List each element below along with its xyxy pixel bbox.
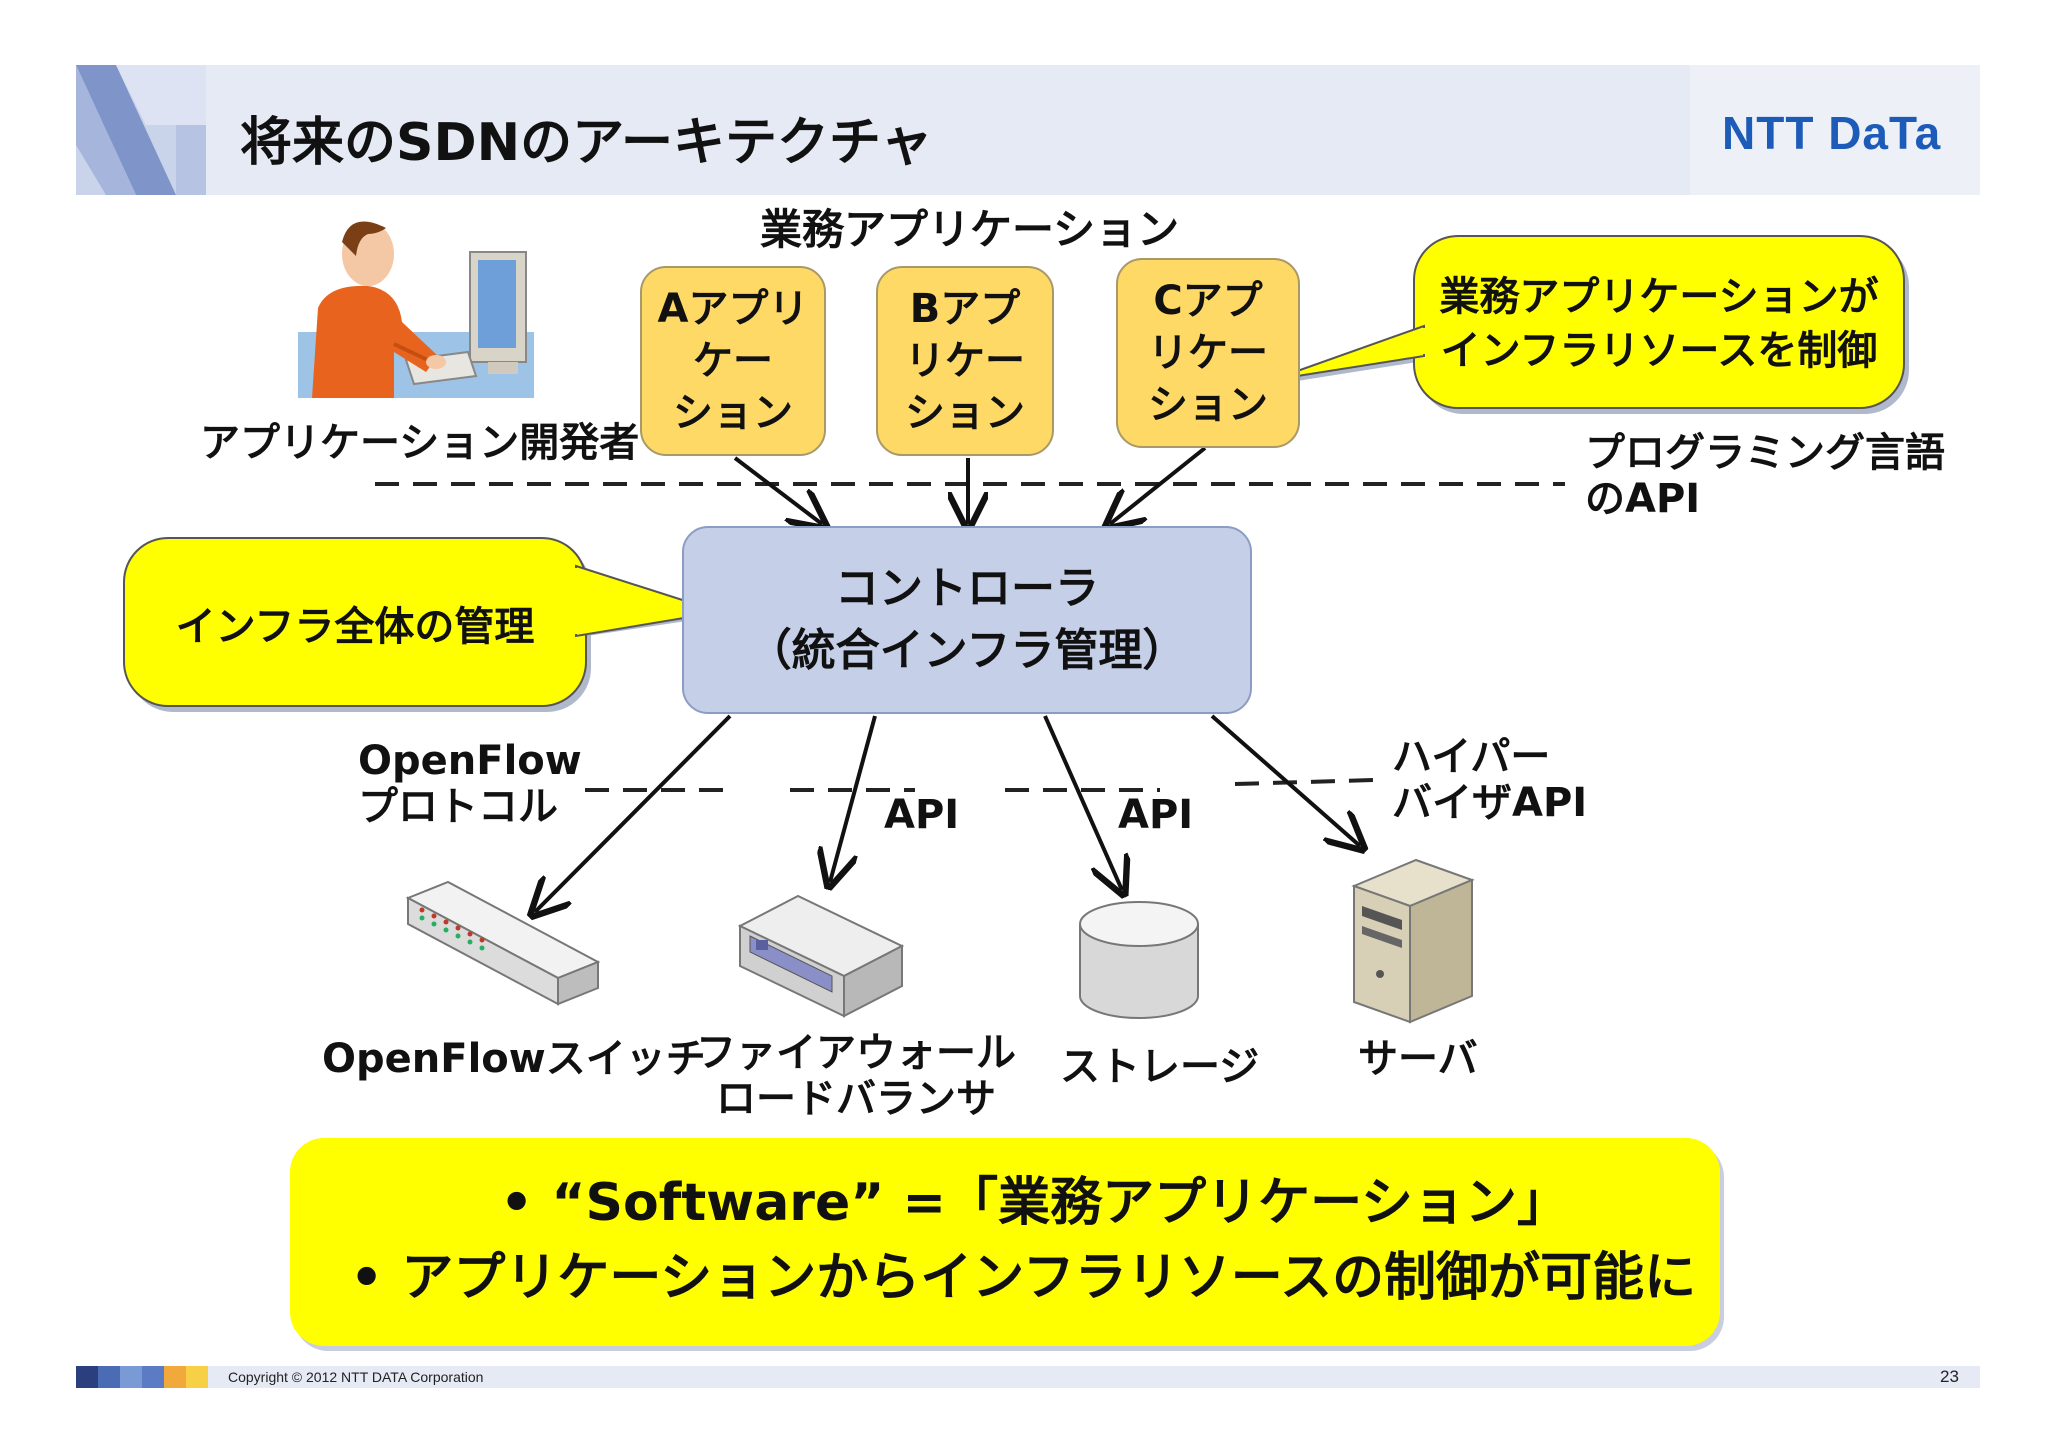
programming-api-line-1: プログラミング言語 (1585, 430, 1945, 476)
app-a-box: Aアプリ ケー ション (640, 266, 826, 456)
server-icon (1351, 858, 1475, 1024)
api-label-1: API (884, 792, 960, 838)
hypervisor-api-line-2: バイザAPI (1392, 780, 1588, 826)
firewall-label-line-2: ロードバランサ (716, 1076, 996, 1122)
header-logo-panel (1690, 65, 1980, 195)
switch-label: OpenFlowスイッチ (322, 1036, 706, 1082)
controller-title: コントローラ (835, 563, 1099, 615)
controller-subtitle: （統合インフラ管理） (747, 625, 1187, 676)
openflow-protocol-label: OpenFlow プロトコル (358, 738, 582, 830)
summary-line-2: • アプリケーションからインフラリソースの制御が可能に (350, 1248, 1697, 1309)
openflow-protocol-line-1: OpenFlow (358, 738, 582, 784)
footer-color-strip (76, 1366, 208, 1388)
summary-box: • “Software” =「業務アプリケーション」 • アプリケーションからイ… (290, 1138, 1720, 1346)
arrow-app-c (1110, 446, 1207, 524)
openflow-protocol-line-2: プロトコル (358, 784, 558, 830)
developer-label: アプリケーション開発者 (200, 420, 640, 466)
ntt-data-logo: NTT DaTa (1722, 107, 1942, 159)
page-number: 23 (1940, 1367, 1959, 1386)
footer-bar (76, 1366, 1980, 1388)
firewall-label-line-1: ファイアウォール (696, 1030, 1016, 1076)
arrow-to-server (1210, 714, 1360, 846)
programming-api-label: プログラミング言語 のAPI (1585, 430, 1945, 522)
arrow-to-switch (535, 714, 732, 912)
storage-icon (1079, 901, 1199, 1019)
callout-left-text: インフラ全体の管理 (175, 604, 535, 650)
controller-box: コントローラ （統合インフラ管理） (682, 526, 1252, 714)
storage-label: ストレージ (1060, 1044, 1260, 1090)
switch-icon (405, 880, 601, 1006)
hypervisor-api-line-1: ハイパー (1392, 734, 1551, 780)
page-title: 将来のSDNのアーキテクチャ (240, 113, 933, 173)
header-decoration (76, 65, 206, 195)
copyright-text: Copyright © 2012 NTT DATA Corporation (228, 1369, 484, 1385)
firewall-label: ファイアウォール ロードバランサ (696, 1030, 1016, 1122)
app-b-box: Bアプ リケー ション (876, 266, 1054, 456)
app-c-box: Cアプ リケー ション (1116, 258, 1300, 448)
arrow-to-firewall (830, 715, 877, 882)
header-bar (76, 65, 1980, 195)
developer-illustration (298, 212, 534, 398)
callout-right-line-1: 業務アプリケーションが (1439, 274, 1879, 320)
server-label: サーバ (1358, 1036, 1478, 1082)
hypervisor-api-label: ハイパー バイザAPI (1392, 734, 1587, 826)
programming-api-line-2: のAPI (1585, 476, 1701, 522)
business-apps-label: 業務アプリケーション (760, 205, 1180, 254)
callout-right-line-2: インフラリソースを制御 (1440, 328, 1878, 374)
callout-right-bubble (1413, 235, 1905, 409)
firewall-icon (737, 894, 905, 1018)
api-label-2: API (1118, 792, 1194, 838)
arrow-to-storage (1043, 715, 1122, 890)
arrow-app-a (733, 456, 822, 524)
dashed-line-hypervisor (1234, 778, 1376, 786)
callout-right-text: 業務アプリケーションが インフラリソースを制御 (1414, 270, 1904, 378)
summary-line-1: • “Software” =「業務アプリケーション」 (500, 1173, 1570, 1233)
